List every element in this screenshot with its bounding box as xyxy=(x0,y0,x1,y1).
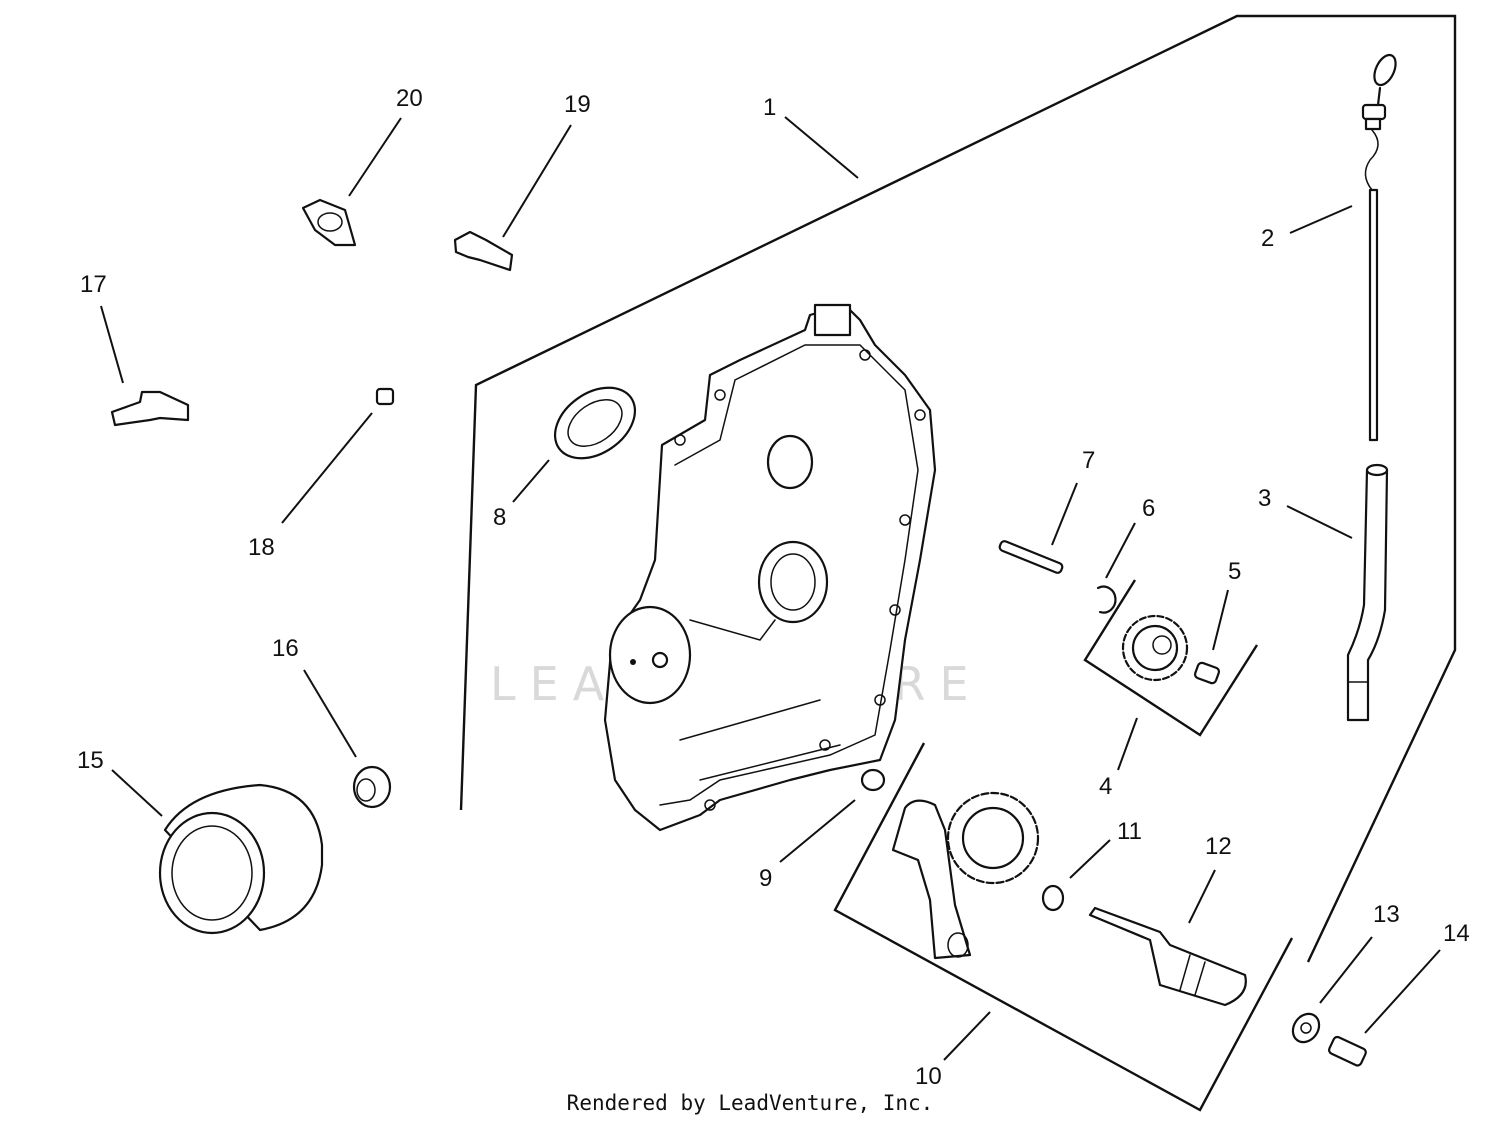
oil-pressure-switch[interactable] xyxy=(301,198,357,247)
callout-15: 15 xyxy=(77,747,104,774)
closure-plate[interactable] xyxy=(603,303,937,832)
callout-9: 9 xyxy=(759,865,772,892)
set-screw[interactable] xyxy=(375,387,395,406)
callout-19: 19 xyxy=(564,91,591,118)
callout-2: 2 xyxy=(1261,225,1274,252)
o-ring-9[interactable] xyxy=(860,768,886,792)
dipstick-tube[interactable] xyxy=(1346,463,1389,722)
callout-1: 1 xyxy=(763,94,776,121)
leader-lines xyxy=(100,116,1441,1061)
callout-20: 20 xyxy=(396,85,423,112)
oil-filter[interactable] xyxy=(158,783,324,935)
hex-bolt-19[interactable] xyxy=(453,230,514,272)
callout-3: 3 xyxy=(1258,485,1271,512)
dipstick[interactable] xyxy=(1361,52,1400,442)
oil-seal[interactable] xyxy=(542,373,649,473)
drain-plug[interactable] xyxy=(352,765,392,809)
callout-11: 11 xyxy=(1117,818,1142,845)
o-ring-11[interactable] xyxy=(1041,884,1065,912)
callout-12: 12 xyxy=(1205,833,1232,860)
callout-14: 14 xyxy=(1443,920,1470,947)
callout-10: 10 xyxy=(915,1063,942,1090)
cover-assembly-boundary xyxy=(459,14,1457,963)
callout-4: 4 xyxy=(1099,773,1112,800)
oil-pump-assembly[interactable] xyxy=(891,791,1040,960)
gear-pin[interactable] xyxy=(1193,661,1221,685)
callout-16: 16 xyxy=(272,635,299,662)
callout-numbers: 1 2 3 4 5 6 7 8 9 10 11 12 13 14 15 16 1… xyxy=(77,85,1470,1090)
washer[interactable] xyxy=(1288,1009,1325,1047)
callout-5: 5 xyxy=(1228,558,1241,585)
shaft-pin[interactable] xyxy=(998,540,1064,574)
elbow-fitting[interactable] xyxy=(110,390,190,427)
callout-6: 6 xyxy=(1142,495,1155,522)
oil-pickup[interactable] xyxy=(1088,906,1247,1007)
footer-credit: Rendered by LeadVenture, Inc. xyxy=(566,1091,934,1115)
retaining-ring[interactable] xyxy=(1096,585,1117,614)
oil-pump-gear-group-boundary xyxy=(1083,579,1259,737)
oil-pump-group-boundary xyxy=(833,742,1294,1112)
callout-8: 8 xyxy=(493,504,506,531)
oil-pump-gear[interactable] xyxy=(1121,614,1189,682)
callout-13: 13 xyxy=(1373,901,1400,928)
callout-18: 18 xyxy=(248,534,275,561)
callout-7: 7 xyxy=(1082,447,1095,474)
callout-17: 17 xyxy=(80,271,107,298)
bolt-14[interactable] xyxy=(1328,1035,1367,1067)
